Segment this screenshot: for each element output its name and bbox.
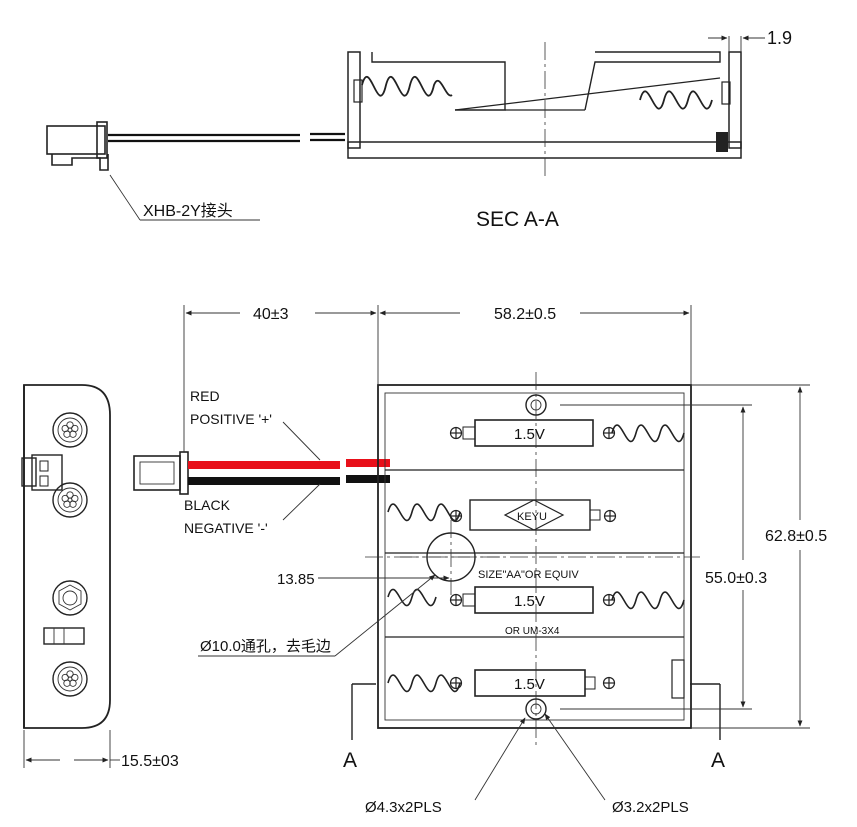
wire-red	[188, 459, 390, 469]
connector-xhb-top	[46, 121, 345, 171]
connector-plug	[133, 451, 189, 495]
cell-voltage-1: 1.5V	[514, 426, 545, 443]
cell-row-4	[387, 659, 685, 699]
thickness-dim: 15.5±03	[121, 753, 179, 770]
hole-a-callout: Ø4.3x2PLS	[365, 799, 442, 816]
cell-row-3	[387, 586, 685, 614]
black-wire-polarity: NEGATIVE '-'	[184, 520, 268, 536]
section-marker-right: A	[711, 749, 725, 772]
cell-row-1	[449, 419, 685, 447]
wall-thickness-label: 1.9	[767, 28, 792, 48]
size-text: SIZE"AA"OR EQUIV	[478, 569, 579, 581]
side-view	[21, 384, 120, 768]
hole-b-callout: Ø3.2x2PLS	[612, 799, 689, 816]
red-wire-polarity: POSITIVE '+'	[190, 411, 272, 427]
holder-section	[347, 42, 742, 180]
connector-label: XHB-2Y接头	[143, 202, 233, 220]
body-width-dim: 62.8±0.5	[765, 528, 827, 545]
section-view	[46, 35, 765, 221]
cell-voltage-3: 1.5V	[514, 676, 545, 693]
cell-row-2	[387, 499, 617, 531]
section-marker-left: A	[343, 749, 357, 772]
red-wire-label: RED	[190, 388, 220, 404]
section-title: SEC A-A	[476, 208, 559, 231]
hole-offset-dim: 13.85	[277, 571, 315, 588]
front-view	[133, 305, 810, 801]
body-length-dim: 58.2±0.5	[494, 306, 556, 323]
um-text: OR UM-3X4	[505, 626, 560, 637]
black-wire-label: BLACK	[184, 497, 231, 513]
lead-length-dim: 40±3	[253, 306, 289, 323]
wire-black	[188, 475, 390, 485]
cell-voltage-2: 1.5V	[514, 593, 545, 610]
inner-width-dim: 55.0±0.3	[705, 570, 767, 587]
brand-logo: KEYU	[517, 511, 547, 523]
through-hole-callout: Ø10.0通孔，去毛边	[200, 638, 331, 655]
